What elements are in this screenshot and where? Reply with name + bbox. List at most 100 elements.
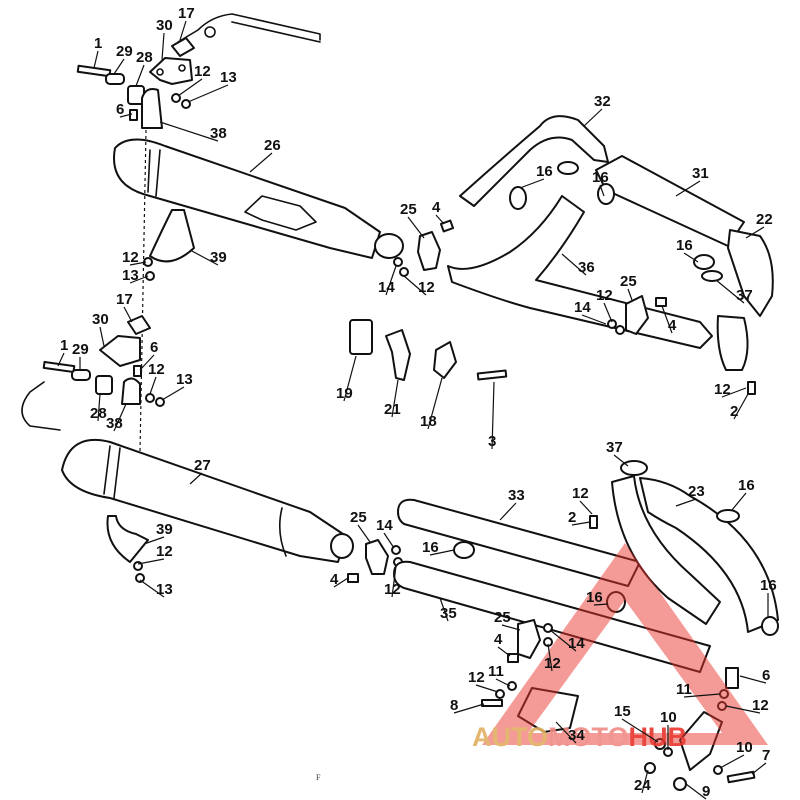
clamp-25-upper [417,231,441,271]
callout-9: 9 [685,783,710,800]
callout-number: 14 [376,517,393,534]
callout-16: 16 [586,589,609,606]
bushing-28-lower [95,375,113,395]
callout-1: 1 [57,337,68,367]
callout-number: 39 [156,521,173,538]
leader-line [613,454,629,467]
clamp-16-upper-b [557,161,579,175]
callout-25: 25 [350,509,371,543]
callout-number: 12 [752,697,769,714]
callout-12: 12 [122,249,147,266]
callout-number: 29 [116,43,133,60]
callout-12: 12 [714,381,747,398]
callout-number: 2 [730,403,738,420]
callout-16: 16 [760,577,777,618]
clamp-25-right [625,295,649,335]
callout-number: 10 [660,709,677,726]
mount-rod-lower [21,381,61,431]
callout-number: 12 [194,63,211,80]
spacer-29-top [105,73,125,85]
leader-line [675,180,701,197]
clamp-25-lower-b [517,619,541,659]
callout-number: 2 [568,509,576,526]
bracket-30-lower [99,335,141,367]
callout-1: 1 [93,35,102,69]
callout-number: 13 [220,69,237,86]
callout-22: 22 [745,211,773,239]
callout-12: 12 [468,669,499,693]
clamp-39-lower [106,515,149,563]
callout-number: 12 [156,543,173,560]
muffler-26 [113,138,381,259]
washer-12-upper [399,267,409,277]
leader-line [641,769,649,794]
callout-number: 36 [578,259,595,276]
callout-number: 6 [116,101,124,118]
callout-39: 39 [143,521,173,545]
leader-line [149,376,157,395]
callout-number: 9 [702,783,710,800]
callout-number: 14 [378,279,395,296]
bolt-4-lower-b [507,653,519,663]
leader-line [135,64,145,87]
callout-number: 4 [494,631,503,648]
callout-number: 12 [418,279,435,296]
callout-25: 25 [400,201,425,239]
callout-12: 12 [403,275,435,296]
leader-line [439,597,449,622]
callout-number: 39 [210,249,227,266]
callout-14: 14 [574,299,607,325]
spacer-29-lower [71,369,91,381]
leader-line [129,261,147,266]
leader-line [333,577,349,588]
callout-number: 25 [400,201,417,218]
callout-number: 21 [384,401,401,418]
leader-line [561,253,587,276]
leader-line [685,783,707,800]
leader-line [745,226,765,239]
pipe-33 [397,498,641,587]
callout-number: 26 [264,137,281,154]
leader-line [731,492,747,511]
leader-line [129,275,149,284]
callout-number: 14 [574,299,591,316]
callout-number: 25 [494,609,511,626]
muffler-27-outlet [330,533,354,559]
callout-16: 16 [422,539,455,556]
washer-13-top-b [145,271,155,281]
leader-line [583,108,603,127]
callout-number: 1 [60,337,68,354]
callout-number: 7 [762,747,770,764]
callout-number: 4 [330,571,339,588]
leader-line [519,178,545,189]
leader-line [189,249,219,266]
leader-line [391,565,397,598]
clamp-38-lower [121,377,141,405]
clamp-16-lower-b [716,509,740,523]
callout-35: 35 [439,597,457,622]
callout-38: 38 [159,121,227,142]
callout-10: 10 [660,709,677,750]
callout-number: 8 [450,697,458,714]
callout-3: 3 [488,381,496,450]
callout-number: 12 [596,287,613,304]
leader-line [429,549,455,556]
leader-line [739,675,767,684]
leader-line [123,306,133,323]
clamp-39-top [149,209,195,263]
leader-line [725,705,761,714]
callout-23: 23 [675,483,705,507]
clamp-16-upper-a [509,186,527,210]
leader-line [385,265,397,296]
callout-8: 8 [450,697,485,714]
callout-number: 35 [440,605,457,622]
callout-number: 31 [692,165,709,182]
callout-12: 12 [177,63,211,97]
callout-number: 25 [350,509,367,526]
svg-text:AUTOMOTOHUB: AUTOMOTOHUB [472,722,687,752]
leader-line [139,579,165,598]
callout-number: 10 [736,739,753,756]
ring-37-lower [620,460,648,476]
callout-33: 33 [499,487,525,521]
callout-2: 2 [730,393,749,420]
